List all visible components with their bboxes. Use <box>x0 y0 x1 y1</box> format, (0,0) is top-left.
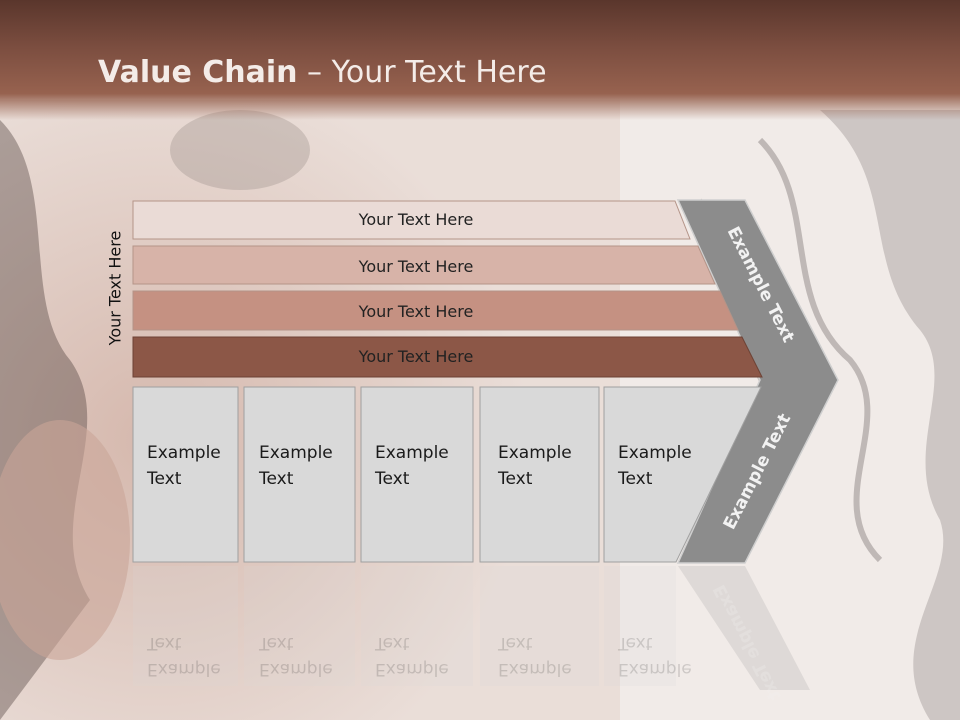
box-4-line1: Example <box>498 443 572 463</box>
title-rest: – Your Text Here <box>297 55 547 90</box>
box-3-reflect-line2: Text <box>375 633 410 653</box>
box-2-reflect-line2: Text <box>259 633 294 653</box>
box-3-reflect-line1: Example <box>375 659 449 679</box>
row-1-label: Your Text Here <box>358 210 474 229</box>
box-3-line2: Text <box>375 469 410 489</box>
box-5-reflection <box>604 566 676 686</box>
box-3-reflect-text: Example Text <box>375 630 449 682</box>
box-1-reflect-line1: Example <box>147 659 221 679</box>
box-4 <box>479 386 600 563</box>
box-1-line2: Text <box>147 469 182 489</box>
box-3-reflection <box>361 566 473 686</box>
box-5 <box>603 386 762 563</box>
box-2-reflection <box>244 566 355 686</box>
box-1-reflection <box>133 566 238 686</box>
box-2-line2: Text <box>259 469 294 489</box>
box-5-reflect-line1: Example <box>618 659 692 679</box>
box-2 <box>243 386 356 563</box>
box-5-reflect-text: Example Text <box>618 630 692 682</box>
row-4 <box>132 336 763 378</box>
chevron-arrow <box>676 199 839 564</box>
box-1 <box>132 386 239 563</box>
box-2-reflect-line1: Example <box>259 659 333 679</box>
row-3 <box>132 290 739 331</box>
box-4-reflect-text: Example Text <box>498 630 572 682</box>
box-3 <box>360 386 474 563</box>
box-2-line1: Example <box>259 443 333 463</box>
row-3-label: Your Text Here <box>358 302 474 321</box>
row-1 <box>132 200 691 240</box>
box-1-line1: Example <box>147 443 221 463</box>
box-4-reflect-line1: Example <box>498 659 572 679</box>
box-1-reflect-line2: Text <box>147 633 182 653</box>
box-4-reflection <box>480 566 599 686</box>
slide-title: Value Chain – Your Text Here <box>98 55 547 90</box>
header-bar <box>0 0 960 120</box>
row-2-label: Your Text Here <box>358 257 474 276</box>
box-4-line2: Text <box>498 469 533 489</box>
title-bold: Value Chain <box>98 55 298 90</box>
box-5-line1: Example <box>618 443 692 463</box>
row-2 <box>132 245 716 285</box>
row-4-label: Your Text Here <box>358 347 474 366</box>
chevron-reflection <box>678 566 810 690</box>
box-4-reflect-line2: Text <box>498 633 533 653</box>
box-3-line1: Example <box>375 443 449 463</box>
box-2-reflect-text: Example Text <box>259 630 333 682</box>
box-1-reflect-text: Example Text <box>147 630 221 682</box>
box-5-reflect-line2: Text <box>618 633 653 653</box>
box-5-line2: Text <box>618 469 653 489</box>
